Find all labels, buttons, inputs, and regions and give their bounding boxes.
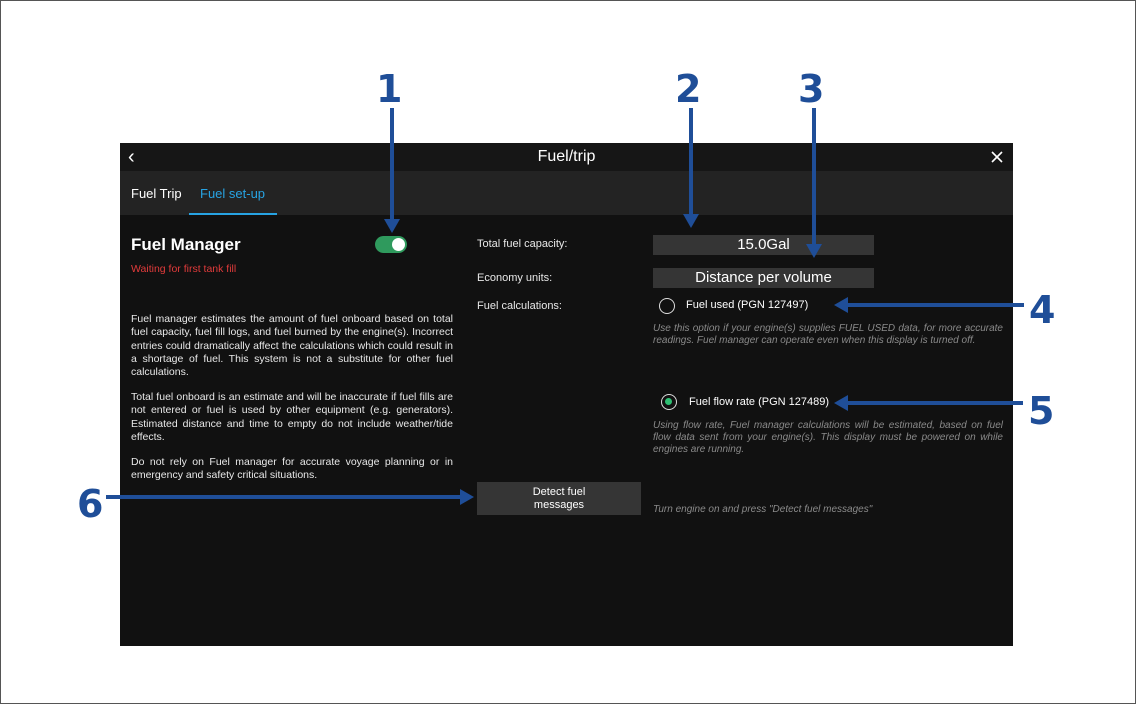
tab-fuel-setup[interactable]: Fuel set-up	[188, 171, 278, 215]
fuel-manager-status: Waiting for first tank fill	[131, 263, 237, 275]
detect-button-label: Detect fuel messages	[532, 485, 586, 511]
fuel-flow-hint: Using flow rate, Fuel manager calculatio…	[653, 420, 1003, 455]
callout-1: 1	[376, 67, 403, 111]
callout-6: 6	[77, 482, 104, 526]
fuel-used-radio[interactable]	[659, 298, 675, 314]
chevron-left-icon[interactable]: ‹	[128, 146, 135, 168]
fuel-flow-radio[interactable]	[661, 394, 677, 410]
fuel-flow-label[interactable]: Fuel flow rate (PGN 127489)	[689, 396, 830, 408]
callout-2: 2	[675, 67, 702, 111]
fuel-used-hint: Use this option if your engine(s) suppli…	[653, 323, 1003, 346]
capacity-field[interactable]: 15.0Gal	[653, 235, 874, 255]
fuel-used-label[interactable]: Fuel used (PGN 127497)	[686, 299, 809, 311]
close-icon[interactable]	[987, 147, 1007, 167]
window-title: Fuel/trip	[537, 148, 596, 165]
detect-hint: Turn engine on and press "Detect fuel me…	[653, 504, 873, 515]
fuel-calculations-label: Fuel calculations:	[477, 300, 562, 312]
economy-units-label: Economy units:	[477, 272, 553, 284]
description-paragraph-1: Fuel manager estimates the amount of fue…	[131, 313, 453, 379]
callout-4: 4	[1029, 288, 1056, 332]
callout-3: 3	[798, 67, 825, 111]
toggle-knob	[392, 238, 405, 251]
fuel-manager-title: Fuel Manager	[131, 235, 241, 254]
fuel-manager-toggle[interactable]	[375, 236, 407, 253]
detect-fuel-messages-button[interactable]: Detect fuel messages	[477, 482, 641, 515]
title-bar: ‹ Fuel/trip	[120, 143, 1013, 171]
callout-5: 5	[1028, 389, 1055, 433]
description-paragraph-2: Total fuel onboard is an estimate and wi…	[131, 391, 453, 443]
capacity-label: Total fuel capacity:	[477, 238, 568, 250]
economy-units-field[interactable]: Distance per volume	[653, 268, 874, 288]
tab-fuel-trip[interactable]: Fuel Trip	[131, 186, 182, 201]
tab-bar: Fuel Trip Fuel set-up	[120, 171, 1013, 215]
fuel-trip-dialog: ‹ Fuel/trip Fuel Trip Fuel set-up Fuel M…	[120, 143, 1013, 646]
description-paragraph-3: Do not rely on Fuel manager for accurate…	[131, 456, 453, 482]
